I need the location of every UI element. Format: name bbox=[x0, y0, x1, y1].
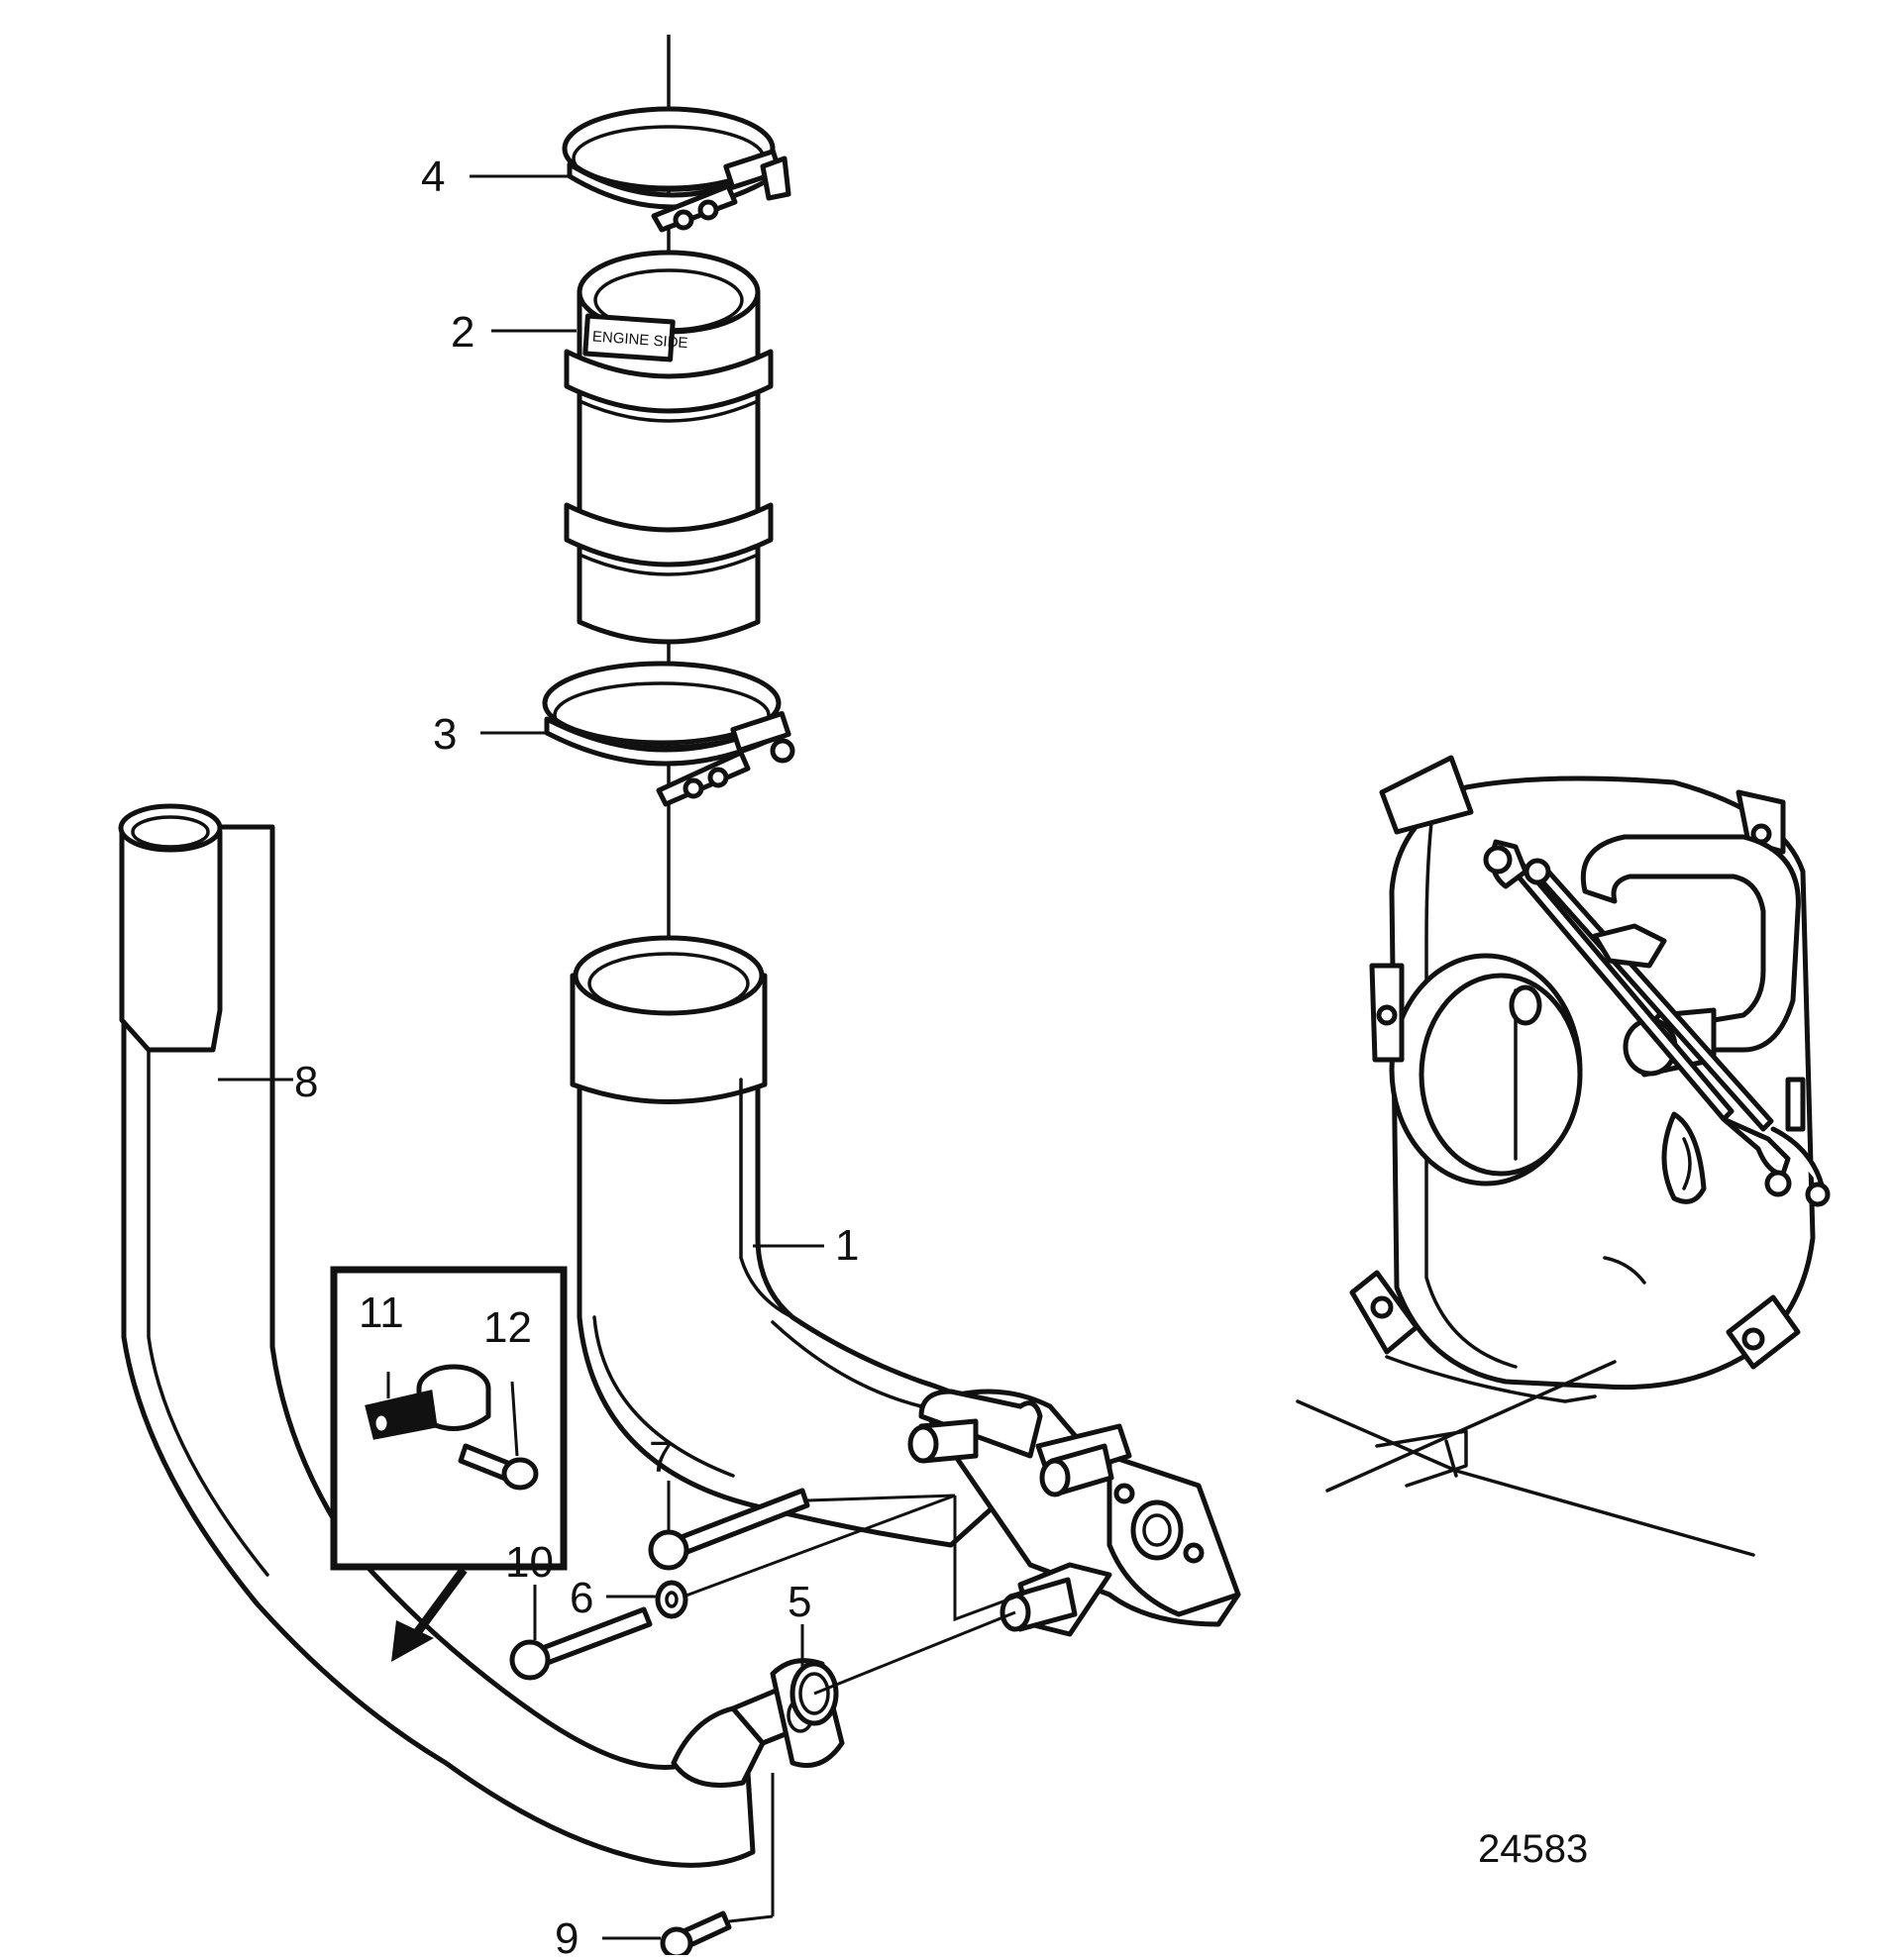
callout-9: 9 bbox=[555, 1914, 578, 1955]
bolt-leader-line bbox=[806, 1494, 956, 1502]
callout-3: 3 bbox=[433, 710, 457, 759]
rubber-hose: ENGINE SIDE bbox=[564, 250, 774, 645]
callout-8: 8 bbox=[294, 1058, 318, 1106]
callout-7: 7 bbox=[649, 1433, 673, 1482]
upper-long-bolt bbox=[648, 1488, 810, 1571]
callout-6: 6 bbox=[570, 1574, 593, 1622]
short-bolt bbox=[660, 1910, 732, 1960]
clamp-bolt bbox=[458, 1443, 539, 1491]
callout-11: 11 bbox=[359, 1289, 404, 1337]
leader-12 bbox=[510, 1381, 519, 1457]
assembly-leader-7 bbox=[953, 1496, 1036, 1622]
hose-label-text: ENGINE SIDE bbox=[591, 328, 688, 352]
callout-12: 12 bbox=[483, 1303, 532, 1352]
figure-reference-number: 24583 bbox=[1478, 1827, 1588, 1871]
short-bolt-link bbox=[728, 1914, 774, 1923]
pipe-clamp-bracket bbox=[365, 1364, 491, 1440]
callout-5: 5 bbox=[788, 1578, 811, 1626]
callout-1: 1 bbox=[835, 1221, 859, 1270]
engine-housing-view bbox=[1296, 755, 1831, 1557]
washer bbox=[655, 1580, 688, 1619]
engine-side-label-tag bbox=[582, 313, 676, 362]
lower-long-bolt bbox=[509, 1606, 653, 1681]
detail-inset: 11 12 bbox=[330, 1266, 568, 1571]
callout-10: 10 bbox=[505, 1538, 554, 1587]
exhaust-elbow bbox=[570, 935, 1241, 1637]
inset-pointer-arrowhead bbox=[391, 1620, 434, 1662]
callout-4: 4 bbox=[421, 153, 445, 201]
callout-2: 2 bbox=[451, 308, 474, 357]
washer-leader-line bbox=[683, 1494, 956, 1599]
lower-hose-clamp bbox=[542, 661, 795, 807]
gasket-leader-line bbox=[813, 1610, 1016, 1696]
inset-pointer-line bbox=[412, 1567, 468, 1637]
upper-hose-clamp bbox=[562, 106, 791, 233]
